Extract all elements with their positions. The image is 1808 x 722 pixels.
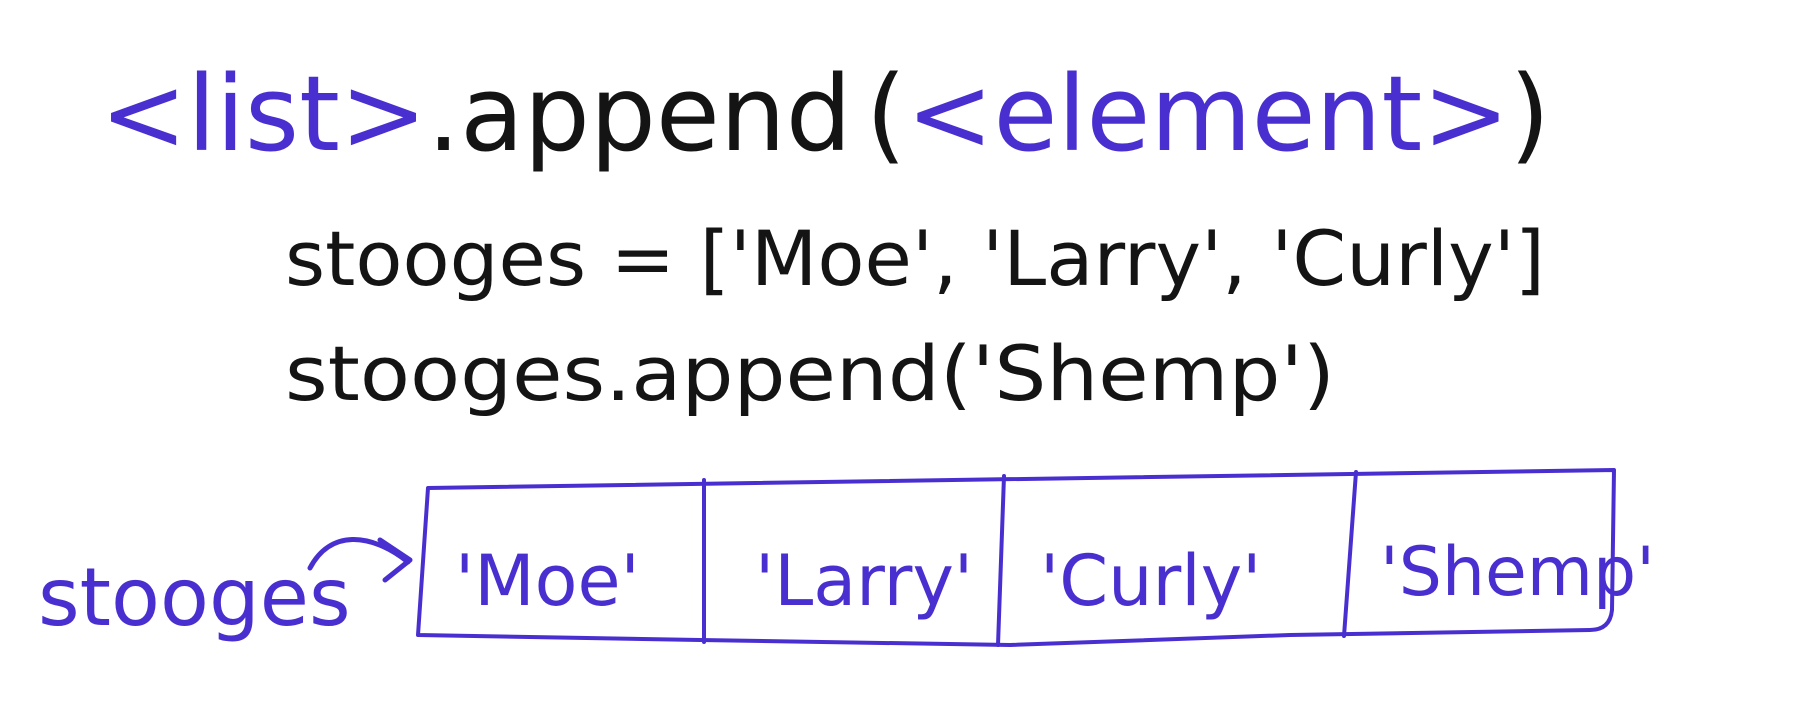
cell-divider <box>1342 470 1358 638</box>
list-cell: 'Shemp' <box>1380 533 1655 612</box>
append-method: .append <box>427 53 852 175</box>
list-box-outline <box>416 468 1616 647</box>
list-cell: 'Larry' <box>755 540 973 622</box>
list-cell: 'Curly' <box>1040 540 1261 622</box>
pointer-arrow-head <box>377 537 413 583</box>
close-paren: ) <box>1509 53 1550 175</box>
cell-divider <box>996 474 1006 647</box>
list-cell: 'Moe' <box>455 540 640 622</box>
open-paren: ( <box>866 53 907 175</box>
element-placeholder: <element> <box>906 53 1509 175</box>
variable-label: stooges <box>38 551 351 644</box>
code-line-assign: stooges = ['Moe', 'Larry', 'Curly'] <box>285 214 1545 303</box>
code-line-append: stooges.append('Shemp') <box>285 329 1335 418</box>
syntax-line: <list>.append(<element>) <box>100 53 1550 175</box>
list-placeholder: <list> <box>100 53 427 175</box>
